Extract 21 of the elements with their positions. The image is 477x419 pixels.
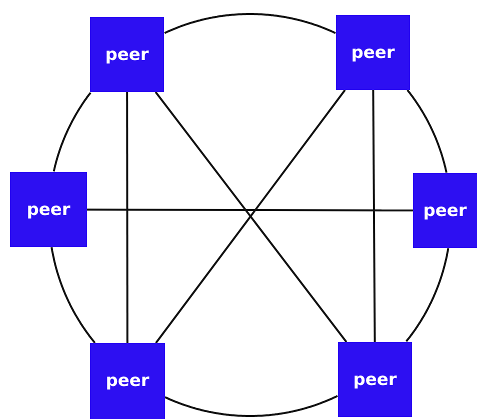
ring-line xyxy=(406,89,448,173)
peer-label: peer xyxy=(106,371,150,391)
peer-box xyxy=(336,15,410,90)
peer-label: peer xyxy=(105,44,149,64)
ring-line xyxy=(406,248,450,342)
ring-line xyxy=(52,92,92,172)
peer-label: peer xyxy=(351,42,395,62)
connector-line xyxy=(372,90,376,342)
peer-label: peer xyxy=(423,200,467,220)
peer-box xyxy=(338,342,412,417)
peer-label: peer xyxy=(26,200,70,220)
ring-line xyxy=(50,246,96,344)
peer-box xyxy=(413,173,477,248)
connector-line xyxy=(126,92,128,343)
peer-box xyxy=(90,17,164,92)
peer-label: peer xyxy=(353,370,397,390)
peer-box xyxy=(90,343,165,419)
ring-line xyxy=(164,395,338,417)
connector-line xyxy=(87,208,413,212)
peer-box xyxy=(10,172,87,247)
ring-line xyxy=(164,13,336,34)
